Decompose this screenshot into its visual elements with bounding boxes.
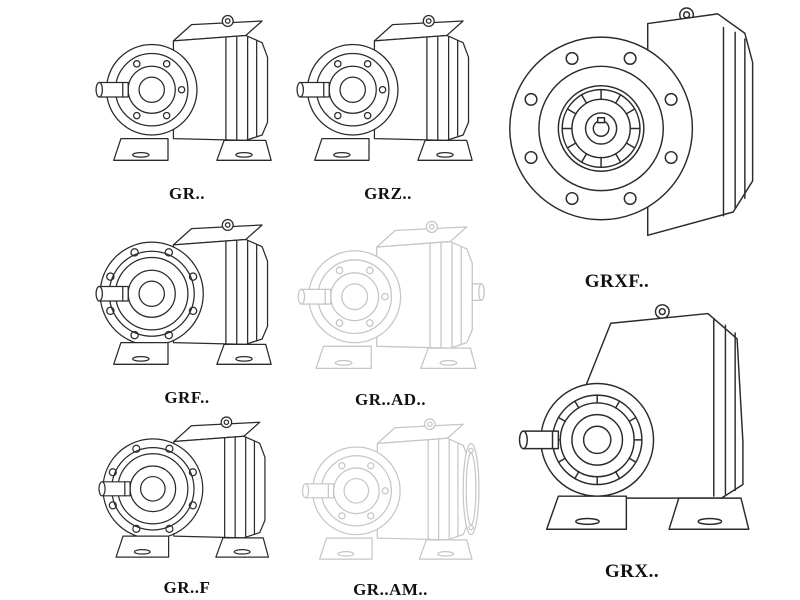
- figure-grx: [502, 296, 774, 539]
- gr-f-label: GR..F: [163, 578, 211, 597]
- figure-grf: [92, 212, 282, 380]
- gr-am-label: GR..AM..: [353, 580, 428, 599]
- gr-gearbox-drawing-icon: [95, 14, 272, 161]
- grxf-gearbox-drawing-icon: [509, 7, 754, 237]
- grz-gearbox-drawing-icon: [296, 14, 473, 161]
- grx-label: GRX..: [604, 561, 660, 582]
- grf-gearbox-drawing-icon: [95, 218, 272, 365]
- grz-label: GRZ..: [364, 184, 412, 203]
- figure-grz: [293, 8, 483, 176]
- gr-ad-gearbox-drawing-icon: [293, 214, 488, 384]
- figure-gr-ad: [293, 214, 488, 384]
- figure-gr-f: [92, 410, 282, 572]
- gr-label: GR..: [169, 184, 205, 203]
- figure-gr: [92, 8, 282, 176]
- figure-gr-am: [293, 412, 488, 574]
- grxf-label: GRXF..: [584, 271, 650, 292]
- gr-f-gearbox-drawing-icon: [98, 416, 270, 558]
- gr-am-gearbox-drawing-icon: [293, 412, 488, 574]
- figure-grxf: [502, 6, 774, 249]
- grx-gearbox-drawing-icon: [518, 304, 750, 530]
- grf-label: GRF..: [164, 388, 210, 407]
- gr-ad-label: GR..AD..: [354, 390, 427, 409]
